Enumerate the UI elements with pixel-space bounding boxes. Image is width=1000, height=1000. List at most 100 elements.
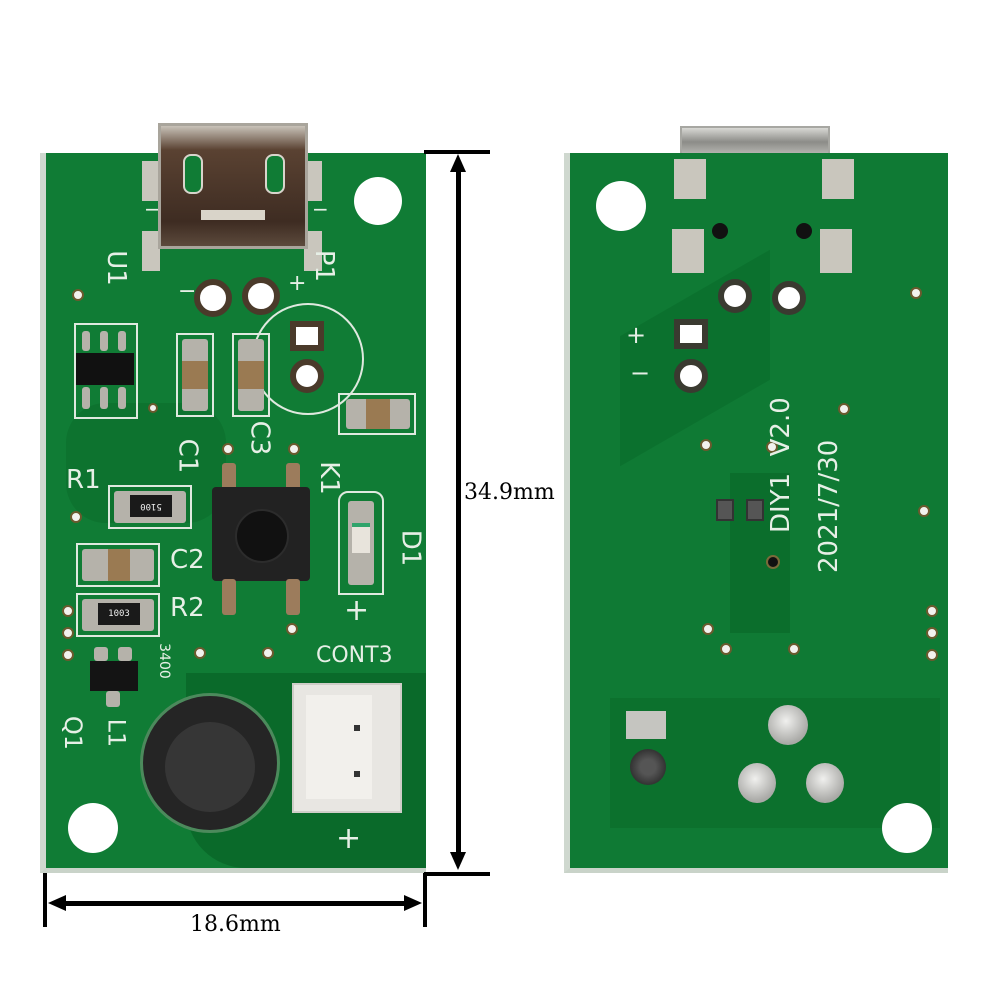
through-hole-round: [290, 359, 324, 393]
via: [62, 605, 74, 617]
usb-pad: [304, 161, 322, 201]
label-plus-cont: +: [336, 821, 362, 856]
via: [72, 289, 84, 301]
smd-pad: [716, 499, 734, 521]
c2-outline: [76, 543, 160, 587]
through-hole: [718, 279, 752, 313]
connector-pin: [354, 771, 360, 777]
label-q1: Q1: [59, 715, 88, 751]
micro-usb-port: [158, 123, 308, 249]
via: [702, 623, 714, 635]
via: [788, 643, 800, 655]
k1-leg: [222, 463, 236, 491]
label-plus-d1: +: [344, 593, 370, 628]
solder-joint: [630, 749, 666, 785]
cap-outline-right: [338, 393, 416, 435]
u1-pin: [118, 387, 126, 409]
r1-marking: 5100: [130, 495, 172, 517]
c1-outline: [176, 333, 214, 417]
q1-transistor: [90, 661, 138, 691]
dim-tick-bottom: [424, 872, 490, 876]
via: [766, 441, 778, 453]
l1-marking: 3400: [155, 643, 172, 679]
via: [148, 403, 158, 413]
r1-outline: [108, 485, 192, 529]
via: [62, 649, 74, 661]
dim-tick-left: [43, 873, 47, 927]
r2-marking: 1003: [98, 603, 140, 625]
dim-line-horizontal: [64, 901, 406, 906]
arrow-down-icon: [450, 852, 466, 870]
mounting-hole-bottom-left: [68, 803, 118, 853]
label-r2: R2: [170, 593, 205, 623]
via: [926, 649, 938, 661]
mounting-hole-bottom-right: [882, 803, 932, 853]
solder-joint: [806, 763, 844, 803]
arrow-right-icon: [404, 895, 422, 911]
u1-pin: [100, 331, 108, 351]
via: [288, 443, 300, 455]
usb-pad: [822, 159, 854, 199]
label-c2: C2: [170, 545, 205, 575]
l1-core: [165, 722, 255, 812]
via: [838, 403, 850, 415]
through-hole-square: [674, 319, 708, 349]
usb-tab: [265, 154, 285, 194]
usb-pad: [304, 231, 322, 271]
board-date: 2021/7/30: [814, 439, 844, 573]
q1-pin: [106, 691, 120, 707]
usb-opening: [201, 210, 265, 220]
usb-tab: [183, 154, 203, 194]
solder-joint: [738, 763, 776, 803]
alignment-hole: [796, 223, 812, 239]
c3-body: [238, 361, 264, 389]
k1-leg: [286, 463, 300, 491]
connector-pin: [354, 725, 360, 731]
via: [194, 647, 206, 659]
solder-joint: [768, 705, 808, 745]
label-minus-left: −: [144, 197, 161, 221]
k1-button-cap: [235, 509, 289, 563]
d1-led-lens: [352, 523, 370, 553]
through-hole-minus: [194, 279, 232, 317]
through-hole-round: [674, 359, 708, 393]
dim-tick-top: [424, 150, 490, 154]
u1-pin: [100, 387, 108, 409]
u1-pin: [118, 331, 126, 351]
via: [286, 623, 298, 635]
via: [700, 439, 712, 451]
label-u1: U1: [100, 250, 131, 286]
mounting-hole-top-right: [354, 177, 402, 225]
alignment-hole: [712, 223, 728, 239]
arrow-left-icon: [48, 895, 66, 911]
pcb-front: U1 − − P1 − + C1 C3 R1 5100 C: [40, 123, 426, 873]
label-d1: D1: [395, 529, 426, 567]
q1-pin: [118, 647, 132, 661]
through-hole-square: [290, 321, 324, 351]
board-name: DIY1 V2.0: [766, 397, 796, 533]
via: [70, 511, 82, 523]
via-filled: [766, 555, 780, 569]
k1-tact-switch: [212, 487, 310, 581]
via: [62, 627, 74, 639]
connector-housing: [306, 695, 372, 799]
u1-chip: [76, 353, 134, 385]
label-plus-p1: +: [288, 271, 307, 296]
pcb-back: + − DIY1 V2.0 2021/7/30: [564, 153, 948, 873]
k1-leg: [222, 579, 236, 615]
label-p1: P1: [309, 249, 340, 283]
c3-outline: [232, 333, 270, 417]
r2-outline: [76, 593, 160, 637]
usb-pad: [142, 161, 160, 201]
solder-pad-square: [626, 711, 666, 739]
l1-inductor: [140, 693, 280, 833]
label-c3: C3: [244, 420, 275, 456]
dim-tick-right: [423, 873, 427, 927]
label-cont3: CONT3: [316, 643, 393, 668]
u1-pin: [82, 331, 90, 351]
height-label: 34.9mm: [464, 480, 555, 505]
cap-right-body: [366, 399, 390, 429]
label-k1: K1: [313, 461, 344, 495]
label-plus-back: +: [626, 321, 647, 349]
usb-pad: [820, 229, 852, 273]
